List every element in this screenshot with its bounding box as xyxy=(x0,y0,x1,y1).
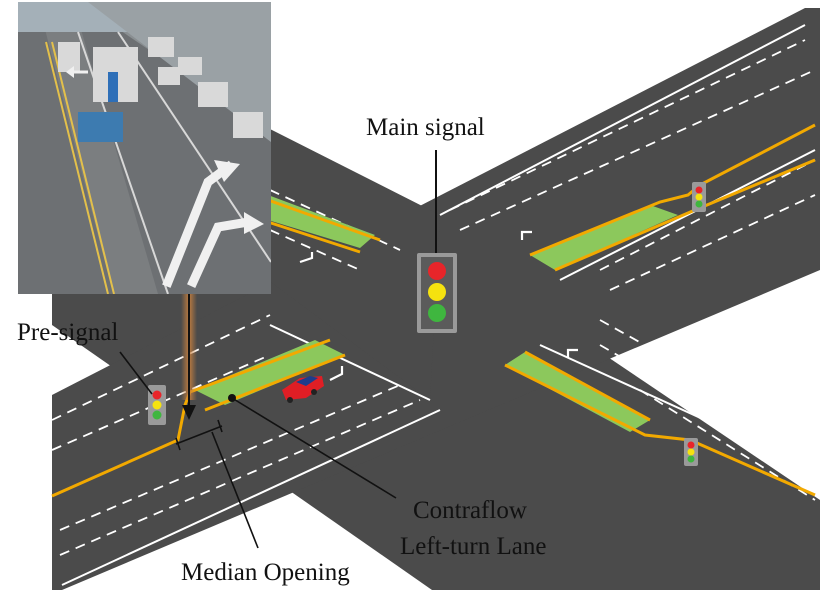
leader-lines xyxy=(119,351,397,499)
pre-signal-sw xyxy=(148,385,166,425)
left-turn-arrow-icon xyxy=(566,348,578,358)
contraflow-lane-se xyxy=(505,352,650,432)
car-icon xyxy=(282,376,324,403)
edge-lines xyxy=(61,24,816,586)
road-nw-arm xyxy=(268,128,440,400)
contraflow-label-line1: Contraflow xyxy=(413,497,527,524)
median-opening-label: Median Opening xyxy=(181,559,350,586)
pre-signal-se xyxy=(684,438,698,466)
pre-signal-label: Pre-signal xyxy=(17,319,118,346)
contraflow-lane-sw xyxy=(195,340,345,405)
contraflow-lane-marker xyxy=(228,394,236,402)
contraflow-label-line2: Left-turn Lane xyxy=(400,533,546,560)
median-opening-dimension xyxy=(175,419,259,549)
left-turn-arrow-icon xyxy=(299,252,314,264)
lane-markings xyxy=(51,39,816,556)
pre-signal-ne xyxy=(692,182,706,212)
contraflow-lane-ne xyxy=(530,205,678,270)
left-turn-arrow-icon xyxy=(329,366,344,381)
left-turn-arrow-icon xyxy=(520,230,532,240)
main-signal xyxy=(417,150,457,333)
main-signal-label: Main signal xyxy=(366,114,485,141)
photo-pointer xyxy=(181,290,197,420)
street-photo xyxy=(18,2,271,294)
lane-arrows xyxy=(299,230,578,381)
